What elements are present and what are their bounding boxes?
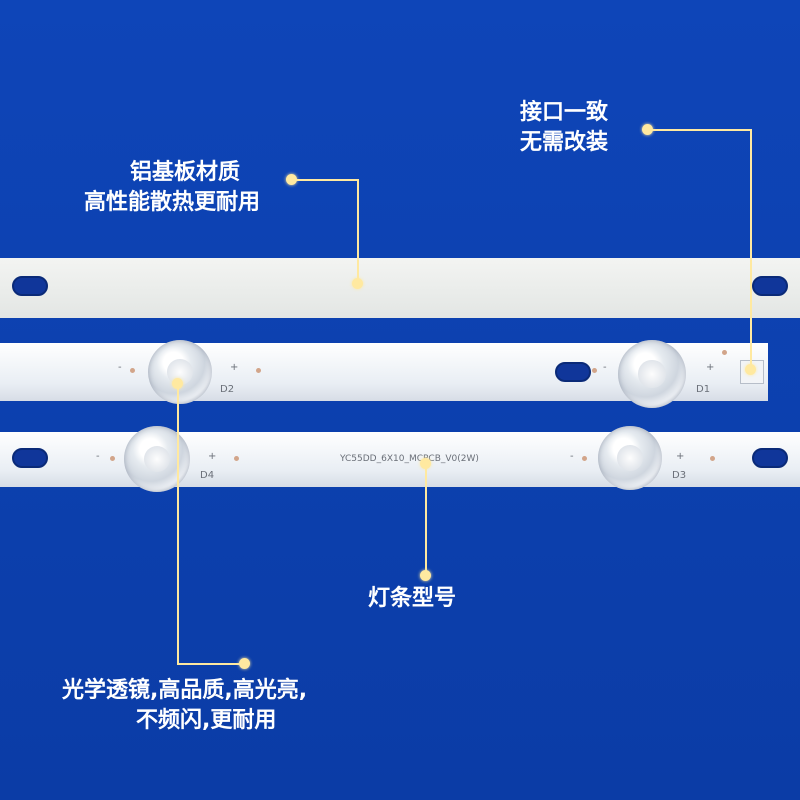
label-d4: D4 — [200, 470, 215, 481]
callout-dot — [420, 458, 431, 469]
solder-pad — [110, 456, 115, 461]
solder-pad — [582, 456, 587, 461]
solder-pad — [710, 456, 715, 461]
callout-dot — [172, 378, 183, 389]
mounting-hole — [752, 448, 788, 468]
leader-line — [177, 388, 179, 664]
led-lens-d3 — [598, 426, 662, 490]
leader-line — [177, 663, 241, 665]
callout-interface: 接口一致 无需改装 — [520, 98, 608, 158]
callout-dot — [745, 364, 756, 375]
callout-dot — [286, 174, 297, 185]
polarity-minus: - — [603, 362, 607, 373]
callout-dot — [239, 658, 250, 669]
led-lens-d2 — [148, 340, 212, 404]
leader-line — [425, 468, 427, 574]
callout-dot — [352, 278, 363, 289]
solder-pad — [256, 368, 261, 373]
solder-pad — [592, 368, 597, 373]
callout-material-line1: 铝基板材质 — [130, 160, 241, 185]
label-d3: D3 — [672, 470, 687, 481]
solder-pad — [722, 350, 727, 355]
mounting-hole — [12, 448, 48, 468]
leader-line — [296, 179, 358, 181]
led-lens-d1 — [618, 340, 686, 408]
led-lens-d4 — [124, 426, 190, 492]
callout-material-line2: 高性能散热更耐用 — [84, 190, 261, 215]
strip-connector — [740, 360, 764, 384]
callout-interface-line2: 无需改装 — [520, 130, 609, 155]
aluminum-strip — [0, 258, 800, 318]
polarity-plus: + — [676, 451, 685, 462]
label-d1: D1 — [696, 384, 711, 395]
label-d2: D2 — [220, 384, 235, 395]
mounting-hole — [12, 276, 48, 296]
polarity-plus: + — [230, 362, 239, 373]
leader-line — [750, 129, 752, 369]
mounting-hole — [752, 276, 788, 296]
solder-pad — [234, 456, 239, 461]
callout-dot — [642, 124, 653, 135]
callout-lens-line1: 光学透镜,高品质,高光亮, — [62, 678, 308, 703]
leader-line — [652, 129, 752, 131]
mounting-hole — [555, 362, 591, 382]
polarity-minus: - — [118, 362, 122, 373]
callout-interface-line1: 接口一致 — [520, 100, 609, 125]
leader-line — [357, 179, 359, 283]
polarity-minus: - — [96, 451, 100, 462]
callout-lens: 光学透镜,高品质,高光亮, 不频闪,更耐用 — [62, 676, 392, 736]
solder-pad — [130, 368, 135, 373]
callout-lens-line2: 不频闪,更耐用 — [136, 708, 277, 733]
callout-dot — [420, 570, 431, 581]
polarity-plus: + — [208, 451, 217, 462]
callout-material: 铝基板材质 高性能散热更耐用 — [84, 158, 284, 218]
polarity-minus: - — [570, 451, 574, 462]
callout-model: 灯条型号 — [368, 586, 457, 611]
board-model-code: YC55DD_6X10_MCPCB_V0(2W) — [340, 454, 479, 464]
polarity-plus: + — [706, 362, 715, 373]
